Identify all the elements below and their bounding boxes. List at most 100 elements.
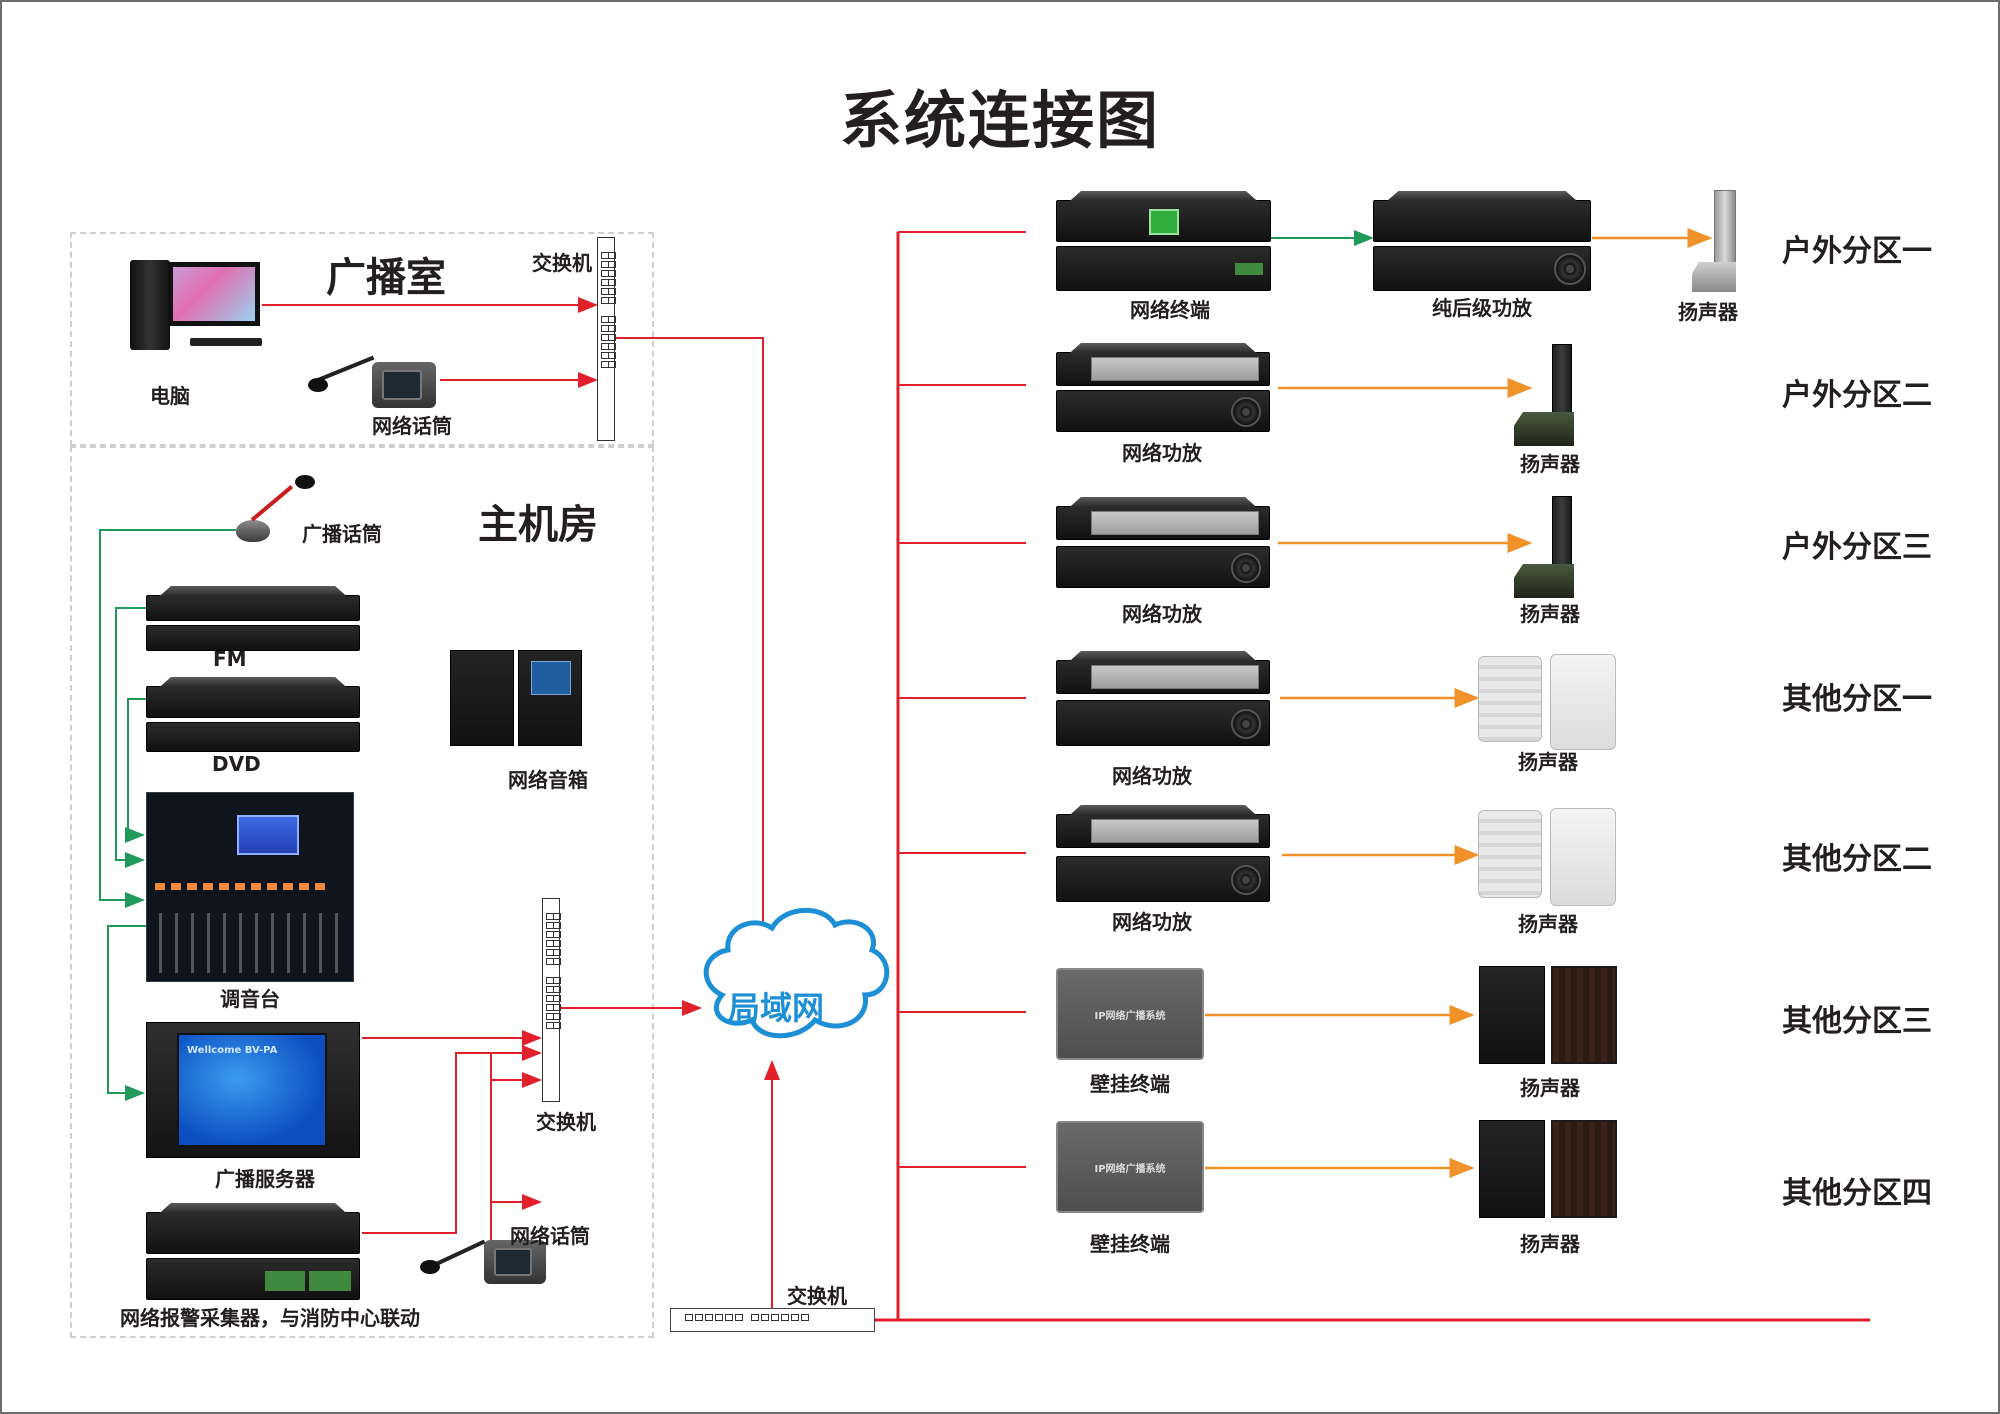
alarm-terminal-block [309,1271,351,1291]
zone-5-device-2-label: 扬声器 [1518,912,1578,936]
alarm-front-panel [146,1212,360,1254]
zone-1-device-1-label: 网络终端 [1130,298,1210,322]
network-terminal-rear [1056,246,1271,291]
machine-room-switch[interactable] [542,898,561,1102]
speaker-rear-icon [1551,966,1617,1064]
wall-speaker-rear-icon [1550,654,1616,750]
mic-head-icon [308,378,328,392]
mixer-console[interactable] [146,792,354,982]
switch-port [705,1314,713,1321]
switch-port [695,1314,703,1321]
switch-port [553,977,561,984]
mixer-button [203,883,213,890]
mixer-button [219,883,229,890]
wall-terminal[interactable]: IP网络广播系统 [1056,1121,1204,1213]
fan-icon [1231,397,1261,427]
switch-port [553,1004,561,1011]
wall-speaker-front-icon [1478,656,1542,742]
speaker-rear-icon [518,650,582,746]
switch-port [608,270,616,277]
switch-port [715,1314,723,1321]
mic-head-icon [420,1260,440,1274]
amp-panel [1091,665,1259,689]
mixer-fader[interactable] [239,913,242,973]
zone-6-device-2-label: 扬声器 [1520,1076,1580,1100]
mixer-fader[interactable] [207,913,210,973]
network-amp-front[interactable] [1056,660,1270,694]
wall-terminal[interactable]: IP网络广播系统 [1056,968,1204,1060]
dvd-front-panel [146,686,360,718]
zone-1-device-2-label: 纯后级功放 [1432,296,1532,320]
switch-port [771,1314,779,1321]
mixer-button [315,883,325,890]
power-amp-front[interactable] [1373,200,1591,242]
mixer-fader[interactable] [223,913,226,973]
netmic-screen-icon [494,1248,532,1276]
zone-3-label: 户外分区三 [1782,530,1932,565]
wall-terminal-text: IP网络广播系统 [1094,1163,1166,1175]
switch-port [553,986,561,993]
switch-port [608,361,616,368]
mixer-button [283,883,293,890]
zone-6-device-1-label: 壁挂终端 [1090,1072,1170,1096]
server-screen: Wellcome BV-PA [177,1033,327,1147]
switch-port [553,995,561,1002]
mixer-fader[interactable] [303,913,306,973]
pc-monitor-icon [168,262,260,326]
switch-port [608,352,616,359]
mixer-fader[interactable] [175,913,178,973]
column-speaker-base-icon [1692,262,1736,292]
mixer-button [299,883,309,890]
network-amp-front[interactable] [1056,506,1270,540]
computer-label: 电脑 [150,384,190,408]
mixer-fader[interactable] [271,913,274,973]
switch-port [761,1314,769,1321]
dvd-label: DVD [212,752,261,776]
mixer-fader[interactable] [191,913,194,973]
broadcast-server[interactable]: Wellcome BV-PA [146,1022,360,1158]
mixer-fader[interactable] [319,913,322,973]
mixer-fader[interactable] [255,913,258,973]
mixer-button [251,883,261,890]
bottom-switch[interactable] [670,1308,875,1332]
zone-6-label: 其他分区三 [1782,1004,1932,1039]
zone-5-label: 其他分区二 [1782,842,1932,877]
speaker-front-icon [450,650,514,746]
zone-7-device-2-label: 扬声器 [1520,1232,1580,1256]
mixer-fader[interactable] [287,913,290,973]
network-speaker-label: 网络音箱 [508,768,588,792]
machine-room-switch-label: 交换机 [536,1110,596,1134]
zone-4-label: 其他分区一 [1782,682,1932,717]
mixer-button [187,883,197,890]
mixer-button [267,883,277,890]
amp-panel [1091,357,1259,381]
bottom-switch-label: 交换机 [787,1284,847,1308]
switch-port [608,252,616,259]
mic-base-icon [236,520,270,542]
mixer-screen [237,815,299,855]
pc-tower-icon [130,260,170,350]
netmic-screen-icon [382,370,422,400]
switch-port [553,949,561,956]
switch-port [725,1314,733,1321]
switch-port [608,279,616,286]
network-amp-front[interactable] [1056,814,1270,848]
server-label: 广播服务器 [215,1167,315,1191]
network-amp-front[interactable] [1056,352,1270,386]
network-amp-rear [1056,546,1270,588]
zone-4-device-1-label: 网络功放 [1112,764,1192,788]
switch-port [751,1314,759,1321]
zone-1-device-3-label: 扬声器 [1678,300,1738,324]
fm-label: FM [213,647,247,671]
wall-terminal-text: IP网络广播系统 [1094,1010,1166,1022]
broadcast-room-switch[interactable] [597,237,616,441]
switch-port [801,1314,809,1321]
mixer-button [235,883,245,890]
network-terminal-front[interactable] [1056,200,1271,242]
diagram-title: 系统连接图 [839,84,1160,157]
mixer-fader[interactable] [159,913,162,973]
speaker-front-icon [1479,966,1545,1064]
mixer-fader[interactable] [335,913,338,973]
fm-rear-panel [146,625,360,651]
